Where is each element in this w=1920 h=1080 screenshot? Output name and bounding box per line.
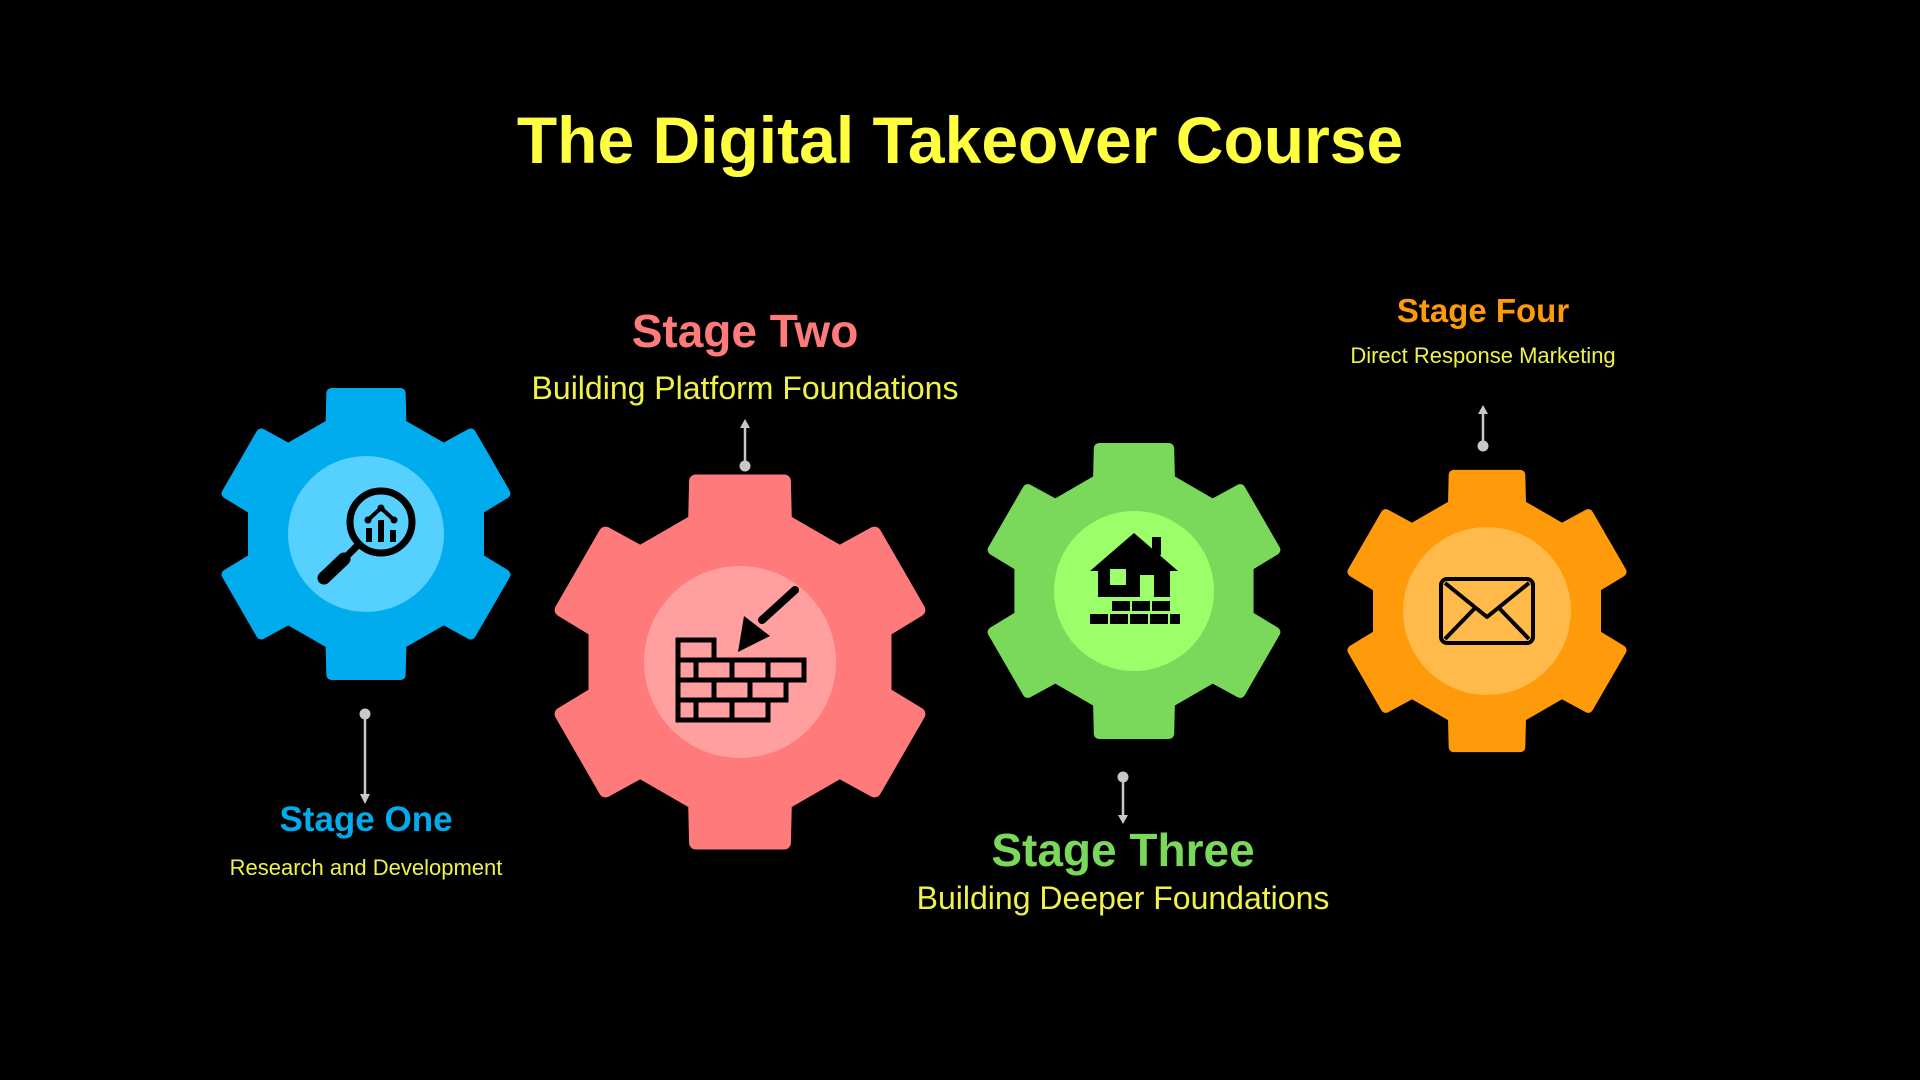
stage-one-name: Stage One <box>279 800 453 839</box>
stage-four-name: Stage Four <box>1396 292 1570 329</box>
stage-two-name: Stage Two <box>631 305 859 357</box>
stage-two-description: Building Platform Foundations <box>531 370 959 406</box>
stage-four-description: Direct Response Marketing <box>1350 343 1616 368</box>
stage-two-connector <box>739 419 751 472</box>
stage-one-connector <box>359 708 371 804</box>
stage-one-gear <box>221 387 511 681</box>
page-title: The Digital Takeover Course <box>516 103 1404 177</box>
stage-one-description: Research and Development <box>229 855 503 880</box>
stage-three-name: Stage Three <box>991 824 1255 876</box>
stage-four-gear <box>1347 469 1627 753</box>
brick-wall-trowel-icon <box>675 586 807 723</box>
stage-three-gear <box>987 442 1281 740</box>
magnifier-chart-icon <box>317 487 416 585</box>
stage-three-description: Building Deeper Foundations <box>916 880 1330 916</box>
stage-two-gear <box>554 474 926 850</box>
stage-four-connector <box>1477 405 1489 452</box>
envelope-icon <box>1439 577 1535 645</box>
stage-three-connector <box>1117 771 1129 824</box>
house-bricks-icon <box>1090 533 1180 624</box>
